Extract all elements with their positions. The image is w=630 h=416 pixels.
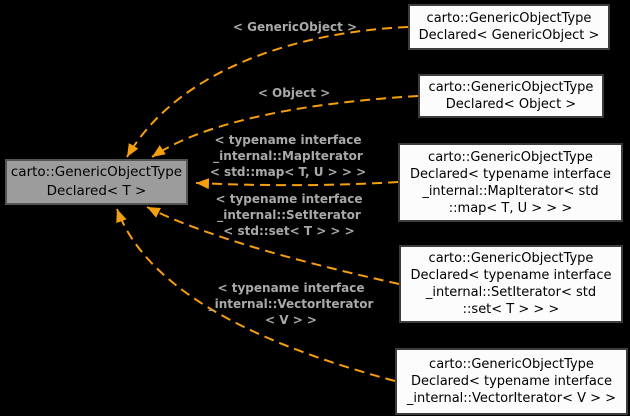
node-declared-mapiterator[interactable]: carto::GenericObjectType Declared< typen… (398, 143, 623, 222)
edge-label-vectoriterator: < typename interface _internal::VectorIt… (208, 281, 374, 327)
edge-label-mapiterator: < typename interface _internal::MapItera… (209, 133, 367, 179)
node-declared-setiterator[interactable]: carto::GenericObjectType Declared< typen… (399, 245, 623, 323)
inheritance-arrow (116, 208, 396, 382)
inheritance-arrow (146, 206, 400, 285)
node-declared-object[interactable]: carto::GenericObjectType Declared< Objec… (418, 74, 604, 118)
edge-label-object: < Object > (257, 86, 331, 100)
edge-label-genericobject: < GenericObject > (232, 20, 358, 34)
node-declared-genericobject[interactable]: carto::GenericObjectType Declared< Gener… (408, 4, 610, 50)
node-generic-object-type-declared-t[interactable]: carto::GenericObjectType Declared< T > (5, 159, 188, 205)
node-declared-vectoriterator[interactable]: carto::GenericObjectType Declared< typen… (395, 348, 628, 415)
inheritance-arrow (151, 95, 419, 158)
inheritance-arrow (126, 26, 409, 158)
inheritance-arrow (195, 178, 399, 190)
edge-label-setiterator: < typename interface _internal::SetItera… (215, 192, 363, 238)
